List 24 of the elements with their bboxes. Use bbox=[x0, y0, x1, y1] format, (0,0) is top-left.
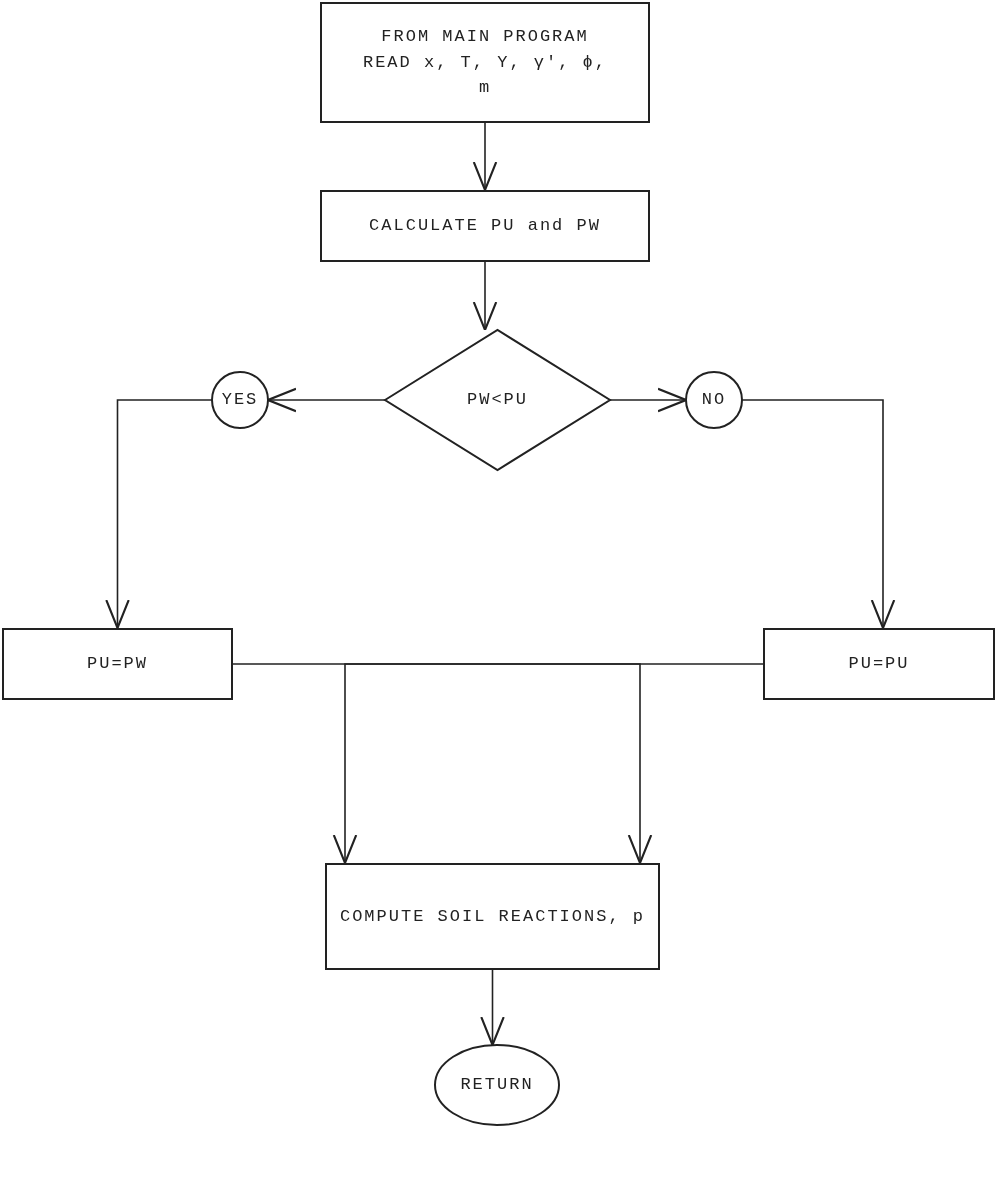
process-box bbox=[763, 628, 995, 700]
arrow bbox=[232, 663, 653, 865]
terminal-ellipse bbox=[435, 1045, 559, 1125]
node-label: PU=PW bbox=[87, 653, 148, 676]
node-label: COMPUTE SOIL REACTIONS, p bbox=[339, 905, 645, 928]
connector-circle bbox=[212, 372, 268, 428]
node-label: YES bbox=[221, 389, 259, 412]
node-label: NO bbox=[701, 389, 727, 412]
process-box bbox=[2, 628, 233, 700]
node-label: PW<PU bbox=[467, 389, 528, 412]
node-label: FROM MAIN PROGRAM READ x, T, Y, γ', ϕ, m bbox=[361, 26, 608, 100]
arrow bbox=[472, 261, 498, 332]
process-box bbox=[320, 190, 650, 262]
arrow bbox=[105, 399, 213, 630]
node-label: CALCULATE PU and PW bbox=[369, 215, 601, 238]
connector-circle bbox=[686, 372, 742, 428]
process-box bbox=[320, 2, 650, 123]
arrow bbox=[472, 122, 498, 192]
process-box bbox=[325, 863, 660, 970]
arrow bbox=[480, 969, 505, 1047]
decision-diamond bbox=[385, 330, 610, 470]
arrow bbox=[332, 663, 764, 865]
node-label: PU=PU bbox=[848, 653, 910, 676]
node-label: RETURN bbox=[460, 1074, 534, 1097]
